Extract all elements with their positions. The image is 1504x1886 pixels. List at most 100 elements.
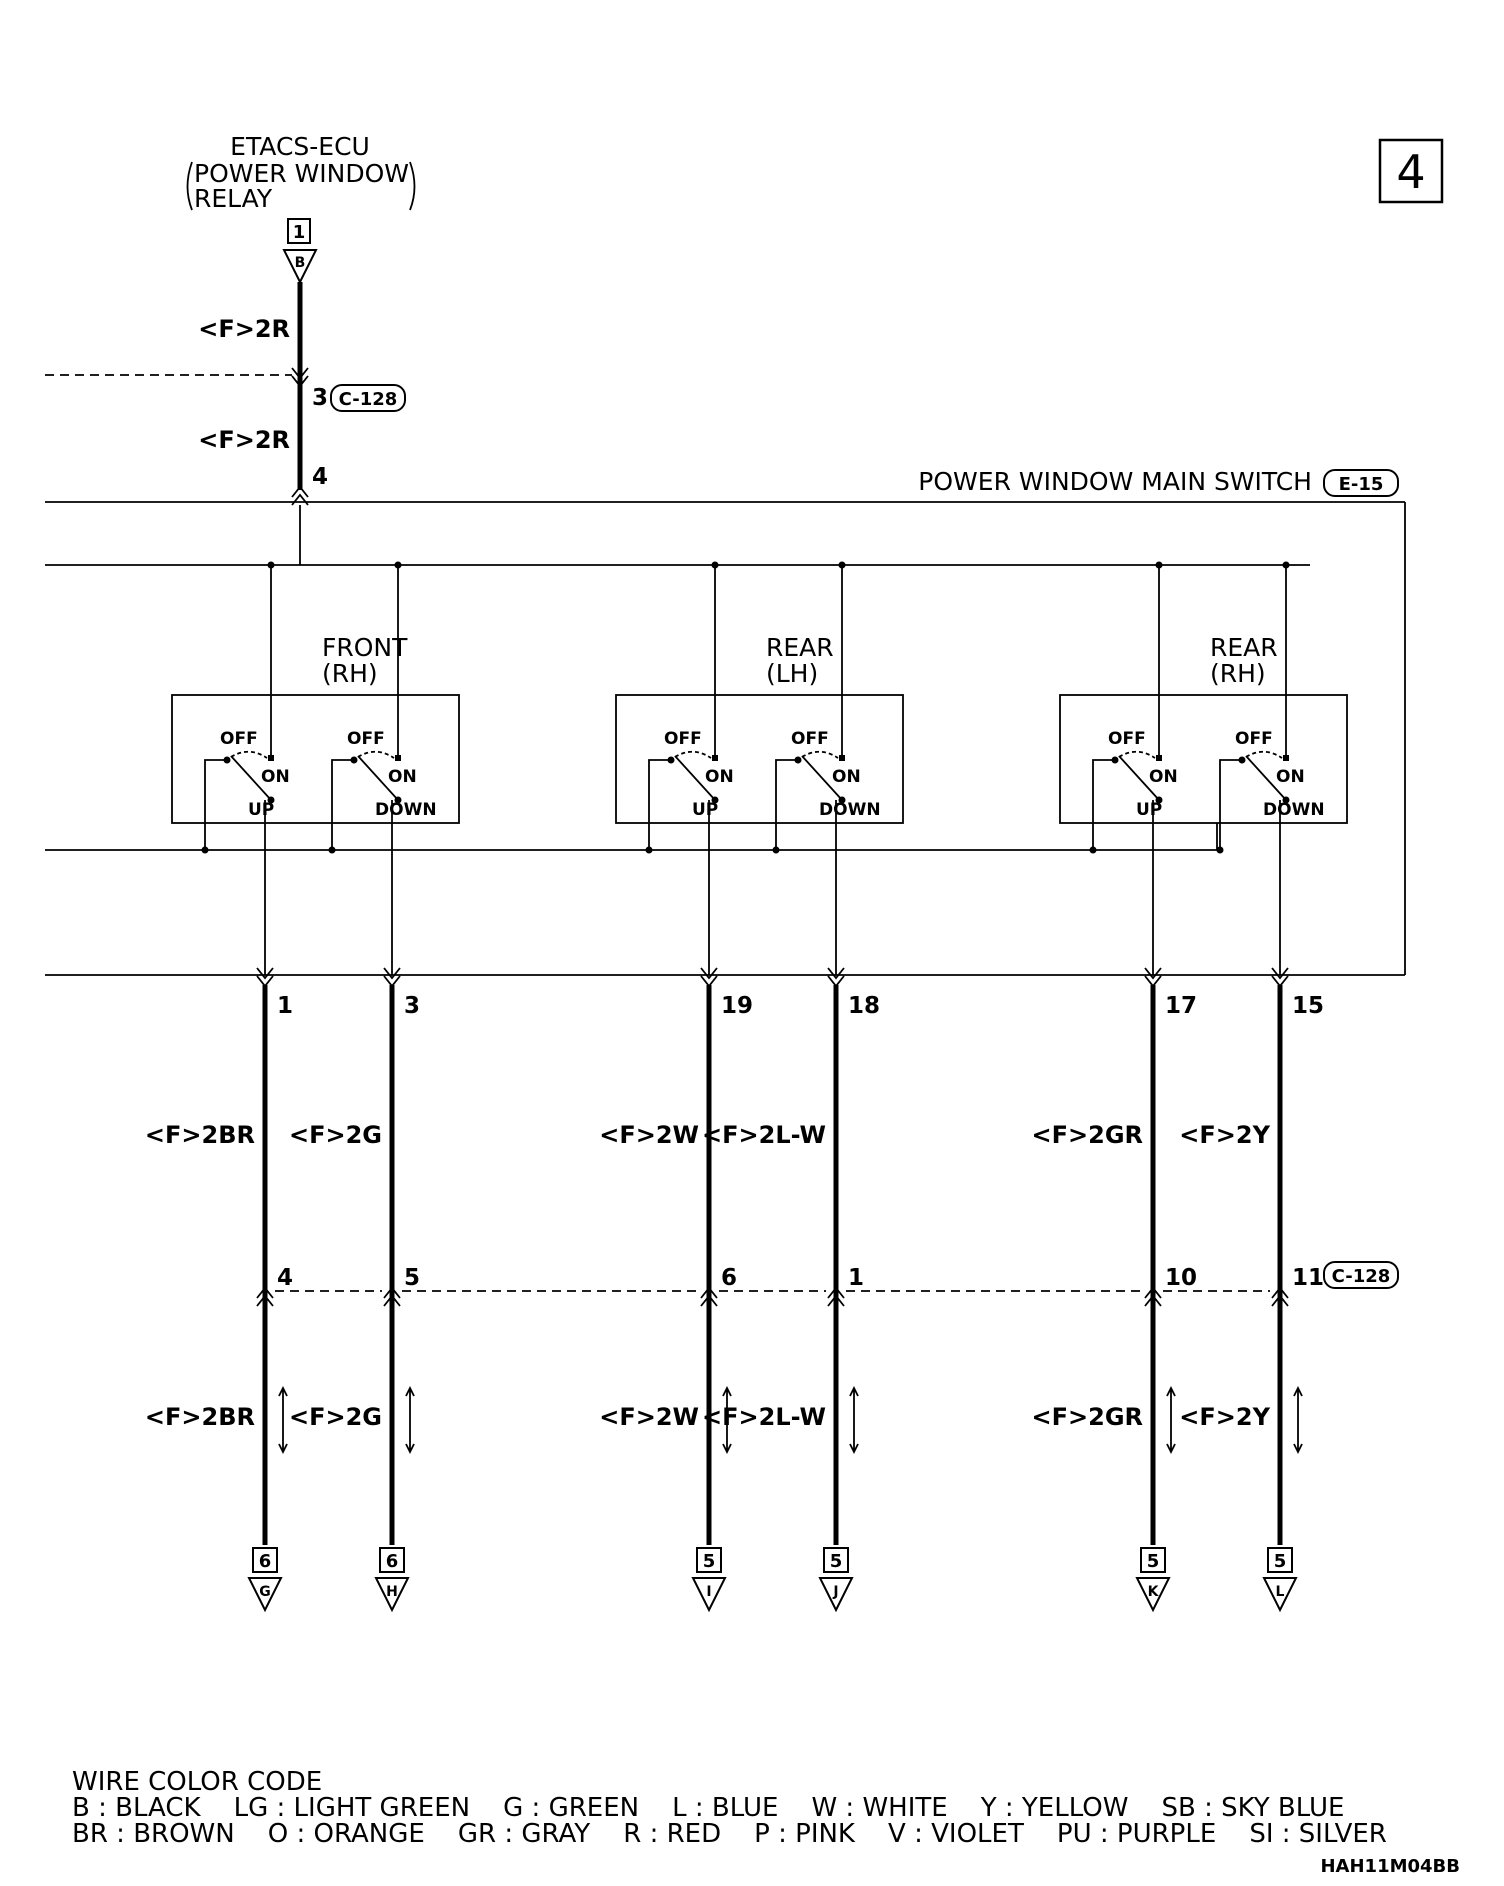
ecu-page-ref-box: [287, 218, 311, 244]
main-switch-title: POWER WINDOW MAIN SWITCH: [918, 467, 1312, 496]
off-contact: [1238, 756, 1246, 764]
down-label: DOWN: [819, 800, 881, 820]
c128-connector-mark: [291, 367, 309, 388]
ground-junction: [772, 846, 780, 854]
bidirectional-arrow: [849, 1385, 859, 1455]
ecu-bracket-right: [409, 161, 416, 211]
up-label: UP: [1136, 800, 1162, 820]
bidirectional-arrow: [405, 1385, 415, 1455]
switch-box: [1059, 694, 1348, 824]
wire-color-label: <F>2BR: [145, 1121, 255, 1149]
toggle-pivot: [1155, 796, 1163, 804]
ref-triangle: [691, 1577, 727, 1613]
ground-junction: [1216, 846, 1224, 854]
switch-group-title: FRONT: [322, 633, 408, 662]
wire-color-label-lower: <F>2W: [599, 1403, 699, 1431]
toggle-arc: [357, 750, 395, 759]
page-ref: 5: [703, 1551, 716, 1572]
ground-junction: [328, 846, 336, 854]
c128-pin-number: 10: [1165, 1265, 1197, 1291]
page-ref: 6: [259, 1551, 272, 1572]
off-contact: [350, 756, 358, 764]
c128-pin-mark: [1271, 1286, 1289, 1307]
ref-letter: G: [259, 1584, 271, 1600]
wire-color-label: <F>2G: [289, 1121, 382, 1149]
c128-pin-mark: [1144, 1286, 1162, 1307]
switch-pin-number: 3: [404, 993, 420, 1019]
toggle-blade: [357, 755, 399, 801]
supply-junction: [711, 561, 719, 569]
c128-top-tag: [330, 384, 406, 412]
ecu-ref-triangle: [282, 249, 318, 285]
ground-junction: [1089, 846, 1097, 854]
ref-triangle: [1262, 1577, 1298, 1613]
e15-tag: [1323, 469, 1399, 497]
c128-pin-mark: [383, 1286, 401, 1307]
off-contact-wire: [775, 759, 796, 850]
off-contact-wire: [648, 759, 669, 850]
supply-junction: [267, 561, 275, 569]
on-label: ON: [388, 767, 417, 787]
switch-box: [615, 694, 904, 824]
off-label: OFF: [347, 729, 385, 749]
toggle-arc: [801, 750, 839, 759]
supply-junction: [394, 561, 402, 569]
legend-line-2: BR : BROWN O : ORANGE GR : GRAY R : RED …: [72, 1819, 1387, 1849]
off-contact-wire: [1219, 759, 1240, 850]
ref-triangle: [247, 1577, 283, 1613]
ref-letter: H: [386, 1584, 398, 1600]
off-contact-wire: [331, 759, 352, 850]
legend-line-1: B : BLACK LG : LIGHT GREEN G : GREEN L :…: [72, 1793, 1344, 1823]
bidirectional-arrow: [1166, 1385, 1176, 1455]
on-label: ON: [705, 767, 734, 787]
sheet-number-box: [1378, 138, 1444, 204]
ecu-subname-2: RELAY: [194, 184, 273, 213]
page-ref-box: [696, 1547, 722, 1573]
output-wires: 1<F>2BR4<F>2BR6G3<F>2G5<F>2G6H19<F>2W6<F…: [145, 800, 1324, 1613]
ref-letter: K: [1148, 1584, 1160, 1600]
toggle-arc: [1118, 750, 1156, 759]
down-label: DOWN: [1263, 800, 1325, 820]
bidirectional-arrow: [722, 1385, 732, 1455]
c128-pin-mark: [700, 1286, 718, 1307]
switch-group-title: REAR: [766, 633, 834, 662]
ref-triangle: [1135, 1577, 1171, 1613]
ecu-page-ref: 1: [293, 222, 306, 243]
c128-pin-mark: [827, 1286, 845, 1307]
off-contact: [1111, 756, 1119, 764]
supply-wire-label-2: <F>2R: [198, 426, 290, 454]
ecu-bracket-left: [186, 161, 193, 211]
switch-pin-number: 18: [848, 993, 880, 1019]
wire-color-label: <F>2L-W: [702, 1121, 826, 1149]
switch-groups: FRONT(RH)OFFONUPOFFONDOWNREAR(LH)OFFONUP…: [171, 561, 1348, 854]
page-ref-box: [379, 1547, 405, 1573]
toggle-blade: [1245, 755, 1287, 801]
bidirectional-arrow: [278, 1385, 288, 1455]
page-ref-box: [252, 1547, 278, 1573]
ref-letter: I: [706, 1584, 711, 1600]
toggle-blade: [801, 755, 843, 801]
switch-pin-number: 17: [1165, 993, 1197, 1019]
on-label: ON: [832, 767, 861, 787]
sheet-number: 4: [1396, 145, 1425, 199]
wire-color-label: <F>2W: [599, 1121, 699, 1149]
on-label: ON: [261, 767, 290, 787]
page-ref-box: [1140, 1547, 1166, 1573]
switch-group-subtitle: (LH): [766, 659, 818, 688]
wire-color-label-lower: <F>2G: [289, 1403, 382, 1431]
c128-pin-number: 1: [848, 1265, 864, 1291]
on-label: ON: [1276, 767, 1305, 787]
wire-color-label: <F>2GR: [1032, 1121, 1144, 1149]
off-contact: [794, 756, 802, 764]
